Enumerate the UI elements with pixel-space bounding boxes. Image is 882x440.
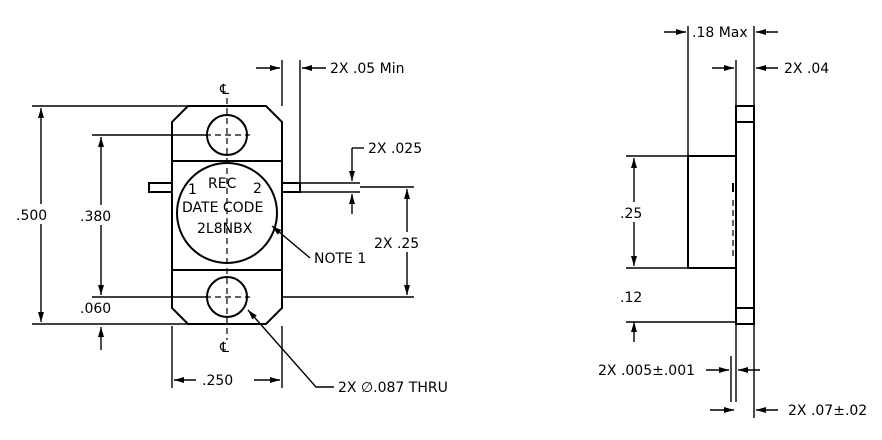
dim-lead-gap: 2X .05 Min (330, 61, 405, 77)
centerline-symbol-bottom: ℄ (219, 340, 229, 356)
note-1: NOTE 1 (314, 251, 366, 267)
front-view: ℄ ℄ REC 1 2 DATE CODE 2L8NBX .500 .380 .… (14, 60, 448, 396)
side-body-outline (687, 155, 736, 269)
lead-right (281, 182, 301, 193)
marking-line3: 2L8NBX (197, 221, 253, 237)
dim-max-thickness: .18 Max (692, 25, 748, 41)
dim-lead-thickness-side: 2X .005±.001 (598, 363, 695, 379)
lead-left (148, 182, 173, 193)
dim-hole-spacing: .380 (80, 209, 111, 225)
side-view: .18 Max 2X .04 .25 .12 2X .005±.001 2X .… (598, 25, 867, 419)
dim-hole-offset: .060 (80, 301, 111, 317)
marking-pin2: 2 (253, 181, 262, 197)
centerline-symbol-top: ℄ (219, 82, 229, 98)
dim-lead-offset: 2X .07±.02 (788, 403, 867, 419)
marking-line2: DATE CODE (182, 200, 263, 216)
dim-overall-height: .500 (16, 208, 47, 224)
hole-callout: 2X ∅.087 THRU (338, 380, 448, 396)
marking-pin1: 1 (188, 182, 197, 198)
dim-lower-height: .12 (620, 290, 642, 306)
dim-width: .250 (202, 373, 233, 389)
dim-body-height: .25 (620, 206, 642, 222)
marking-line1: REC (208, 176, 237, 192)
dim-lead-spacing: 2X .25 (374, 236, 419, 252)
dim-flange-thickness: 2X .04 (784, 61, 829, 77)
dim-lead-thickness: 2X .025 (368, 141, 422, 157)
side-flange (735, 105, 755, 325)
